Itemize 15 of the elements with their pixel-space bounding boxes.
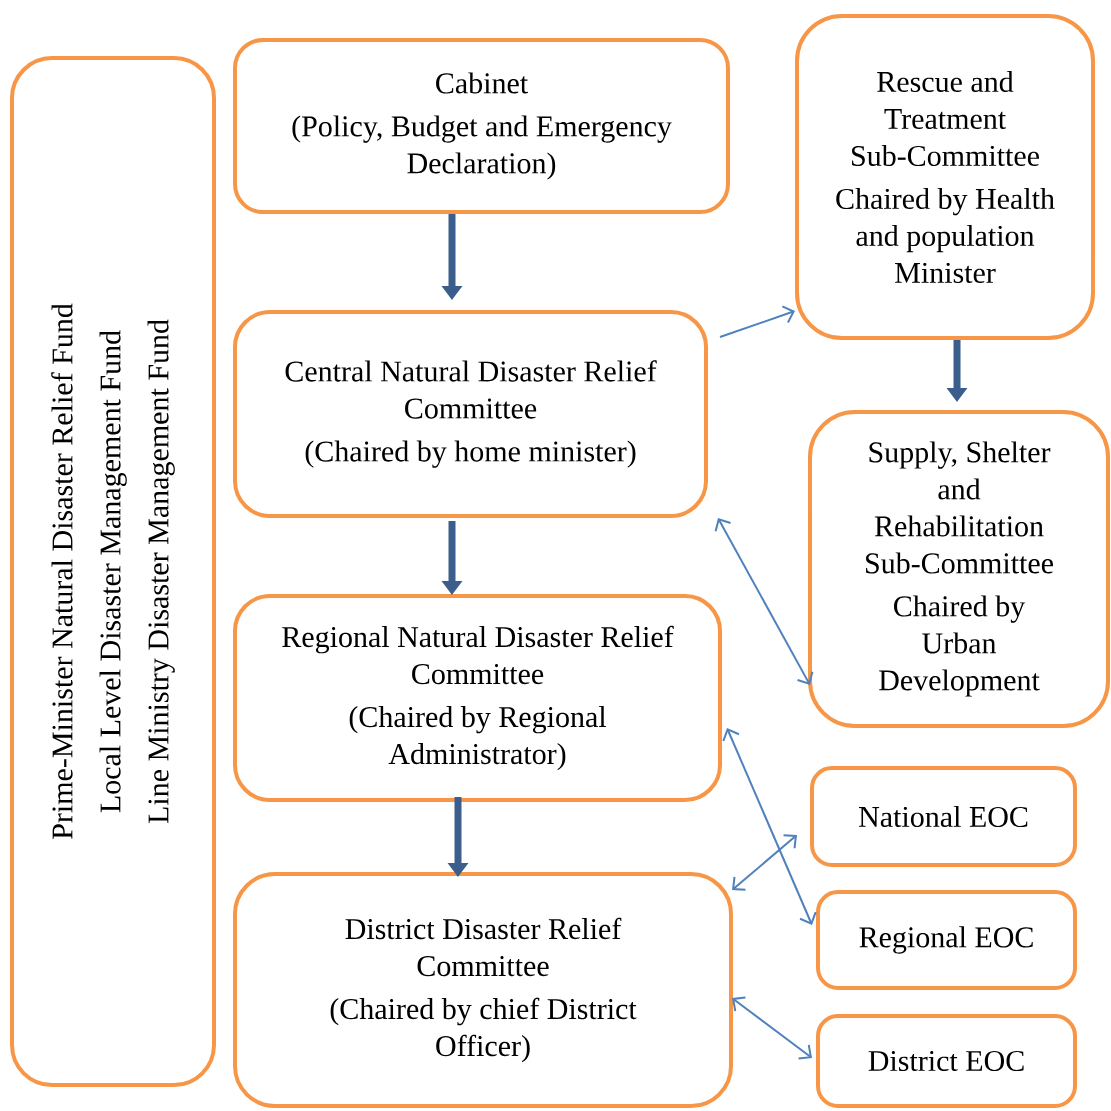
arrow bbox=[722, 728, 817, 925]
committee-box: Cabinet (Policy, Budget and Emergency Declaration) bbox=[233, 38, 730, 214]
eoc-box: District EOC bbox=[816, 1014, 1077, 1108]
eoc-box: Regional EOC bbox=[816, 890, 1077, 990]
committee-box: Rescue and Treatment Sub-Committee Chaired by Health and population Minister bbox=[795, 14, 1095, 340]
arrow bbox=[732, 834, 797, 891]
fund-box: Prime-Minister Natural Disaster Relief Fund Local Level Disaster Management Fund Line Ministry Disaster Management Fund bbox=[10, 56, 216, 1087]
eoc-box: National EOC bbox=[810, 766, 1077, 867]
committee-box: Central Natural Disaster Relief Committee (Chaired by home minister) bbox=[233, 310, 708, 518]
committee-box: District Disaster Relief Committee (Chaired by chief District Officer) bbox=[233, 872, 733, 1108]
arrow bbox=[732, 996, 812, 1060]
arrow bbox=[714, 518, 814, 685]
arrow bbox=[719, 305, 795, 338]
committee-box: Supply, Shelter and Rehabilitation Sub-Committee Chaired by Urban Development bbox=[808, 410, 1110, 728]
committee-box: Regional Natural Disaster Relief Committee (Chaired by Regional Administrator) bbox=[233, 594, 722, 802]
